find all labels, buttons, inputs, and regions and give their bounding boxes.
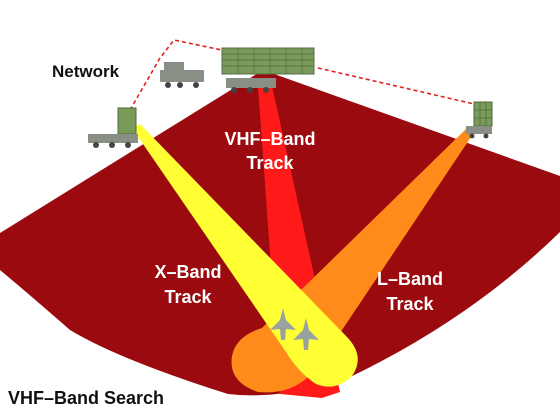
vhf-track-label-line2: Track — [246, 153, 294, 173]
vhf-track-label-line1: VHF–Band — [224, 129, 315, 149]
network-links — [129, 39, 475, 111]
network-link-left — [129, 39, 261, 111]
fighter-jet-icon — [293, 318, 319, 350]
network-label: Network — [52, 62, 120, 81]
x-band-radar-truck-icon — [88, 107, 138, 148]
vhf-radar-truck-icon — [221, 47, 315, 93]
network-link-right — [317, 67, 475, 105]
l-band-track-label-line2: Track — [386, 294, 434, 314]
l-band-track-label-line1: L–Band — [377, 269, 443, 289]
vhf-search-label: VHF–Band Search — [8, 388, 164, 408]
x-band-track-label-line1: X–Band — [154, 262, 221, 282]
command-truck-icon — [160, 62, 204, 88]
fighter-jet-icon — [270, 308, 296, 340]
x-band-track-label-line2: Track — [164, 287, 212, 307]
l-band-radar-truck-icon — [466, 101, 493, 139]
x-band-track-beam — [132, 124, 358, 387]
